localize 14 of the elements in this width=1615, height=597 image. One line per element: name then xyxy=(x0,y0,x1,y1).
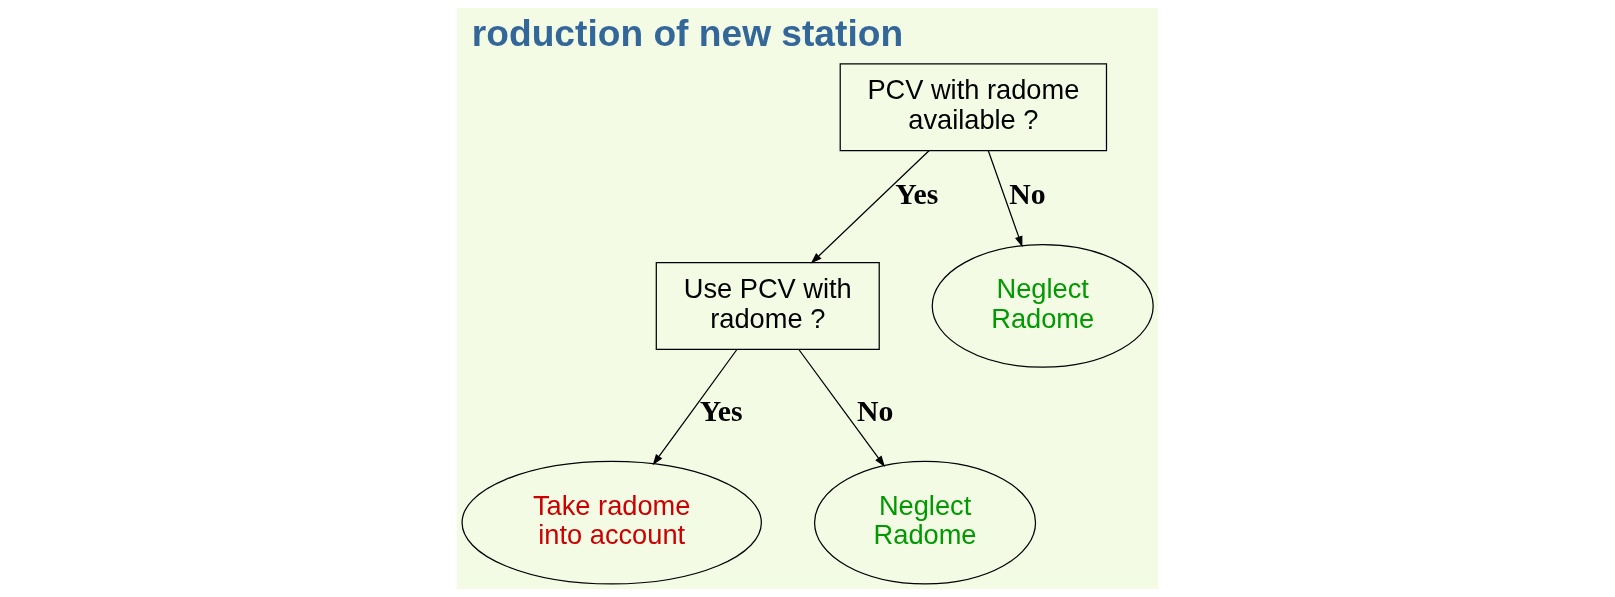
node-box: Use PCV with radome ? xyxy=(655,261,880,350)
node-ellipse: Take radome into account xyxy=(461,460,762,585)
node-ellipse: Neglect Radome xyxy=(813,460,1037,585)
arrow xyxy=(798,348,885,467)
node-ellipse: Neglect Radome xyxy=(931,244,1154,368)
arrow xyxy=(652,348,738,466)
arrow xyxy=(810,149,930,264)
node-box: PCV with radome available ? xyxy=(839,63,1108,152)
arrow xyxy=(987,149,1023,248)
edge-label: No xyxy=(856,394,894,427)
diagram-title: roduction of new station xyxy=(471,12,904,55)
edge-label: Yes xyxy=(699,394,743,427)
edge-label: Yes xyxy=(895,178,939,211)
edge-label: No xyxy=(1009,178,1046,211)
